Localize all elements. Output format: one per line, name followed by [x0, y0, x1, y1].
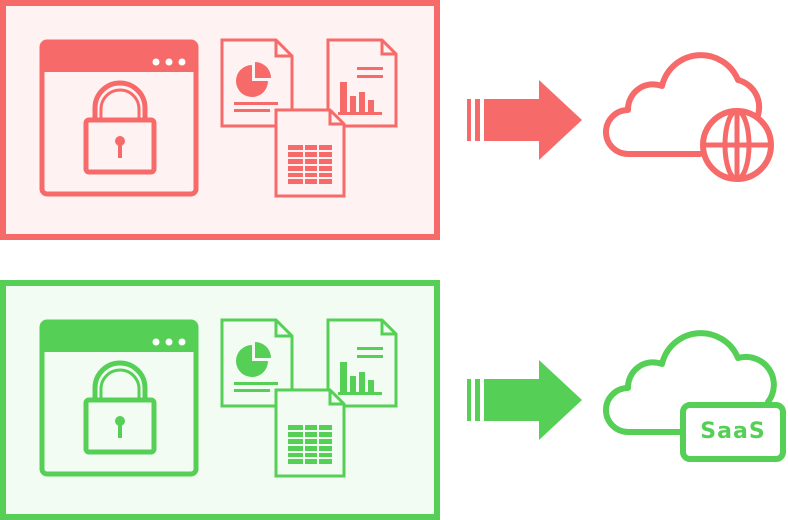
- bar-chart-document-icon: [326, 38, 398, 128]
- saas-label: SaaS: [700, 419, 766, 444]
- arrow-right-icon: [467, 360, 582, 440]
- cloud-saas-icon: [603, 330, 786, 462]
- spreadsheet-document-icon: [274, 108, 346, 198]
- bar-chart-document-icon: [326, 318, 398, 408]
- spreadsheet-document-icon: [274, 388, 346, 478]
- row-public-cloud: [0, 0, 788, 240]
- saas-badge: [680, 402, 786, 462]
- arrow-right-icon: [467, 80, 582, 160]
- pie-chart-document-icon: [220, 318, 294, 408]
- padlock-window-icon: [39, 39, 199, 197]
- pie-chart-document-icon: [220, 38, 294, 128]
- cloud-globe-icon: [603, 52, 774, 182]
- padlock-window-icon: [39, 319, 199, 477]
- row-saas: SaaS: [0, 280, 788, 520]
